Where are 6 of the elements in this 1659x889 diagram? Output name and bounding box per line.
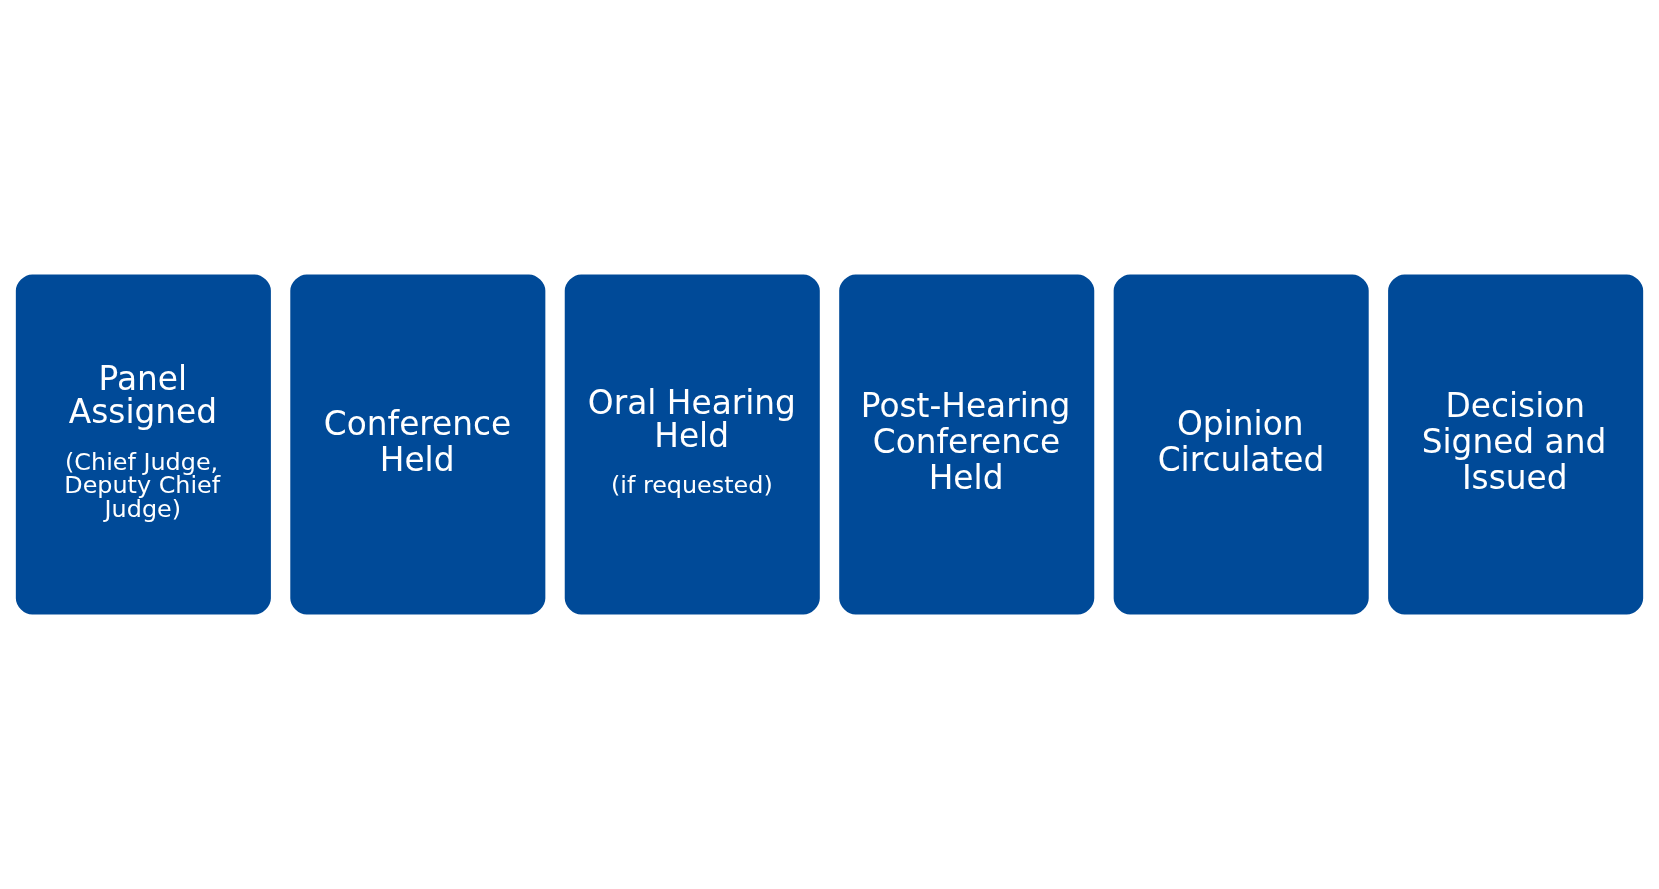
node-box: Opinion Circulated: [1110, 271, 1372, 618]
node-box: Decision Signed and Issued: [1385, 271, 1647, 618]
node-box: Panel Assigned (Chief Judge, Deputy Chief Judge): [12, 271, 274, 618]
node-box: Oral Hearing Held (if requested): [561, 271, 823, 618]
node-box: Conference Held: [287, 271, 549, 618]
node-box: Post-Hearing Conference Held: [836, 271, 1098, 618]
